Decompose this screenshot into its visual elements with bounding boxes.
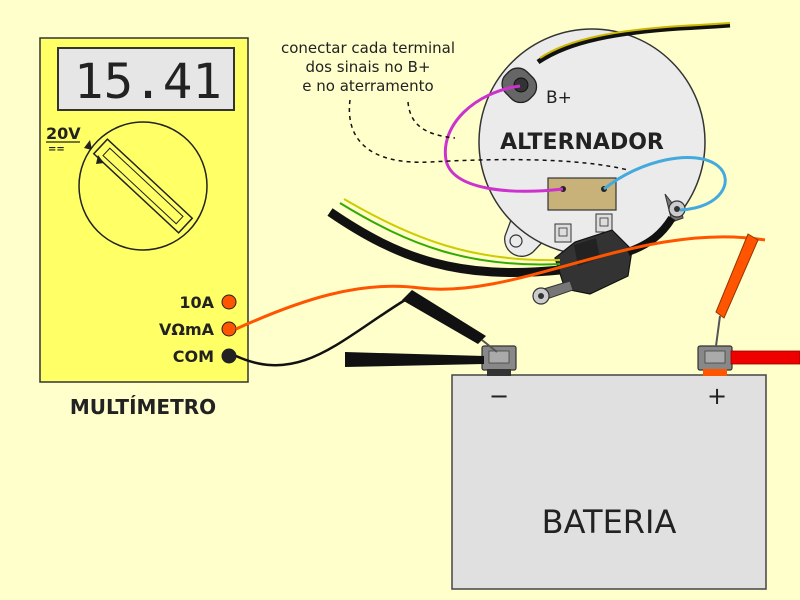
range-pointer-icon	[84, 140, 92, 150]
magenta-test-wire	[443, 84, 564, 193]
harness-black-wire	[327, 208, 561, 277]
jack-vohm[interactable]	[221, 321, 237, 337]
jack-10a[interactable]	[221, 294, 237, 310]
battery-positive-sign: +	[707, 382, 727, 410]
note-line-2: dos sinais no B+	[305, 58, 430, 76]
multimeter-reading: 15.41	[74, 54, 222, 110]
alternator-signal-connector[interactable]	[547, 177, 617, 211]
knob-pointer-icon	[96, 155, 104, 164]
battery-name: BATERIA	[542, 503, 677, 541]
harness-yellow-wire	[343, 198, 561, 262]
multimeter-name: MULTÍMETRO	[70, 395, 216, 419]
multimeter: 15.41 20V == 10A VΩmA COM	[39, 37, 249, 383]
range-label: 20V	[46, 124, 81, 143]
red-probe-lead	[235, 235, 766, 331]
black-probe-lead	[235, 298, 406, 367]
blue-test-wire	[603, 156, 727, 212]
note-pointer-2	[407, 101, 456, 139]
harness-green-wire	[339, 202, 561, 266]
battery-negative-sign: −	[489, 382, 509, 410]
b-plus-label: B+	[546, 88, 572, 108]
red-probe[interactable]	[715, 233, 759, 347]
jack-10a-label: 10A	[179, 293, 214, 312]
battery-body	[451, 374, 767, 590]
note-line-1: conectar cada terminal	[281, 39, 455, 57]
jack-com[interactable]	[221, 348, 237, 364]
battery: − + BATERIA	[451, 345, 767, 590]
selector-knob[interactable]	[92, 138, 194, 234]
jack-com-label: COM	[173, 347, 214, 366]
multimeter-display	[57, 47, 235, 111]
b-plus-cable	[536, 22, 731, 65]
range-dc-symbol: ==	[48, 144, 65, 155]
alternator-name: ALTERNADOR	[500, 130, 664, 155]
ground-cable	[345, 352, 484, 367]
alternator: ALTERNADOR B+	[478, 28, 706, 257]
jack-vohm-label: VΩmA	[159, 320, 215, 339]
black-probe[interactable]	[402, 290, 498, 353]
positive-cable	[730, 350, 800, 365]
note-line-3: e no aterramento	[302, 77, 433, 95]
regulator-connector	[532, 213, 633, 305]
